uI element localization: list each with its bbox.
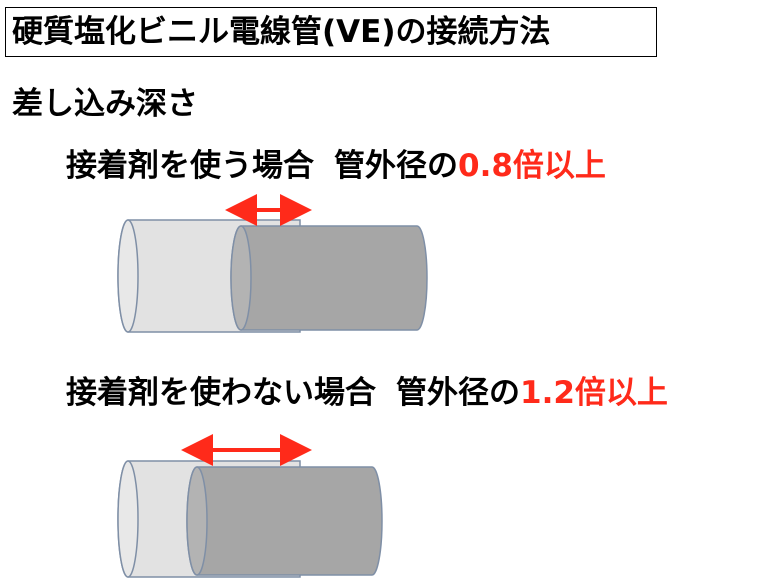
case-no-adhesive-value: 1.2倍以上 (520, 375, 668, 411)
case-no-adhesive: 接着剤を使わない場合管外径の1.2倍以上 (66, 367, 668, 412)
inner-pipe-end (230, 225, 252, 331)
case-adhesive-value: 0.8倍以上 (458, 148, 606, 184)
pipe-joint-diagram-no-adhesive (117, 434, 383, 578)
case-adhesive: 接着剤を使う場合管外径の0.8倍以上 (66, 140, 606, 185)
inner-pipe-body (186, 466, 383, 576)
inner-pipe-end (186, 466, 208, 576)
section-subtitle: 差し込み深さ (12, 86, 198, 122)
page-title: 硬質塩化ビニル電線管(VE)の接続方法 (5, 7, 657, 57)
outer-pipe-end (117, 219, 139, 333)
outer-pipe-end (117, 460, 139, 578)
case-adhesive-label: 接着剤を使う場合 (66, 148, 314, 184)
case-no-adhesive-label: 接着剤を使わない場合 (66, 375, 376, 411)
pipe-joint-diagram-adhesive (117, 194, 428, 333)
inner-pipe-body (230, 225, 428, 331)
case-adhesive-prefix: 管外径の (334, 148, 458, 184)
case-no-adhesive-prefix: 管外径の (396, 375, 520, 411)
